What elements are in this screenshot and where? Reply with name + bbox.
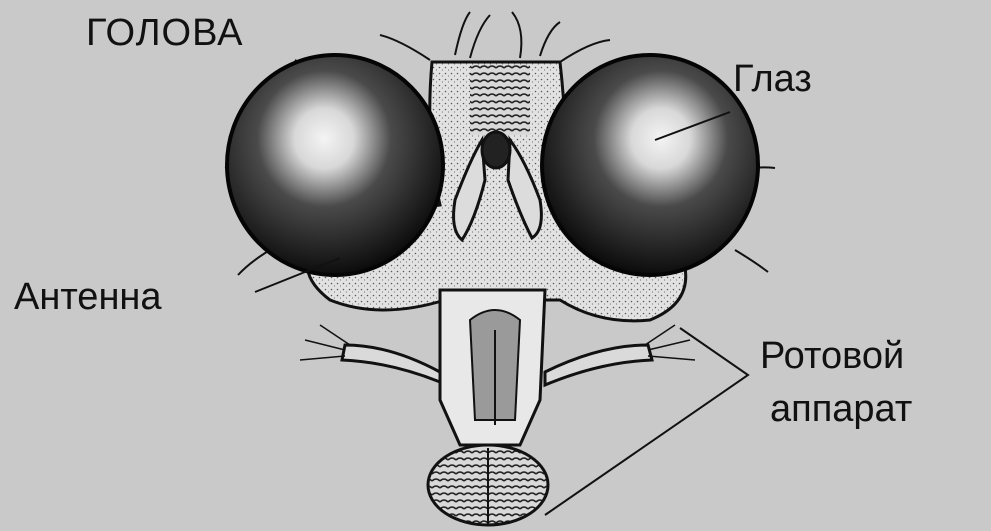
left-eye — [227, 55, 443, 275]
proboscis — [440, 290, 545, 445]
mouthparts-label-line2: аппарат — [770, 390, 912, 428]
right-eye — [542, 55, 758, 275]
eye-label: Глаз — [733, 60, 812, 98]
frons-ridges — [470, 65, 530, 135]
mouthparts-label-line1: Ротовой — [760, 337, 904, 375]
antenna-label: Антенна — [14, 278, 162, 316]
diagram-title: ГОЛОВА — [86, 14, 244, 52]
